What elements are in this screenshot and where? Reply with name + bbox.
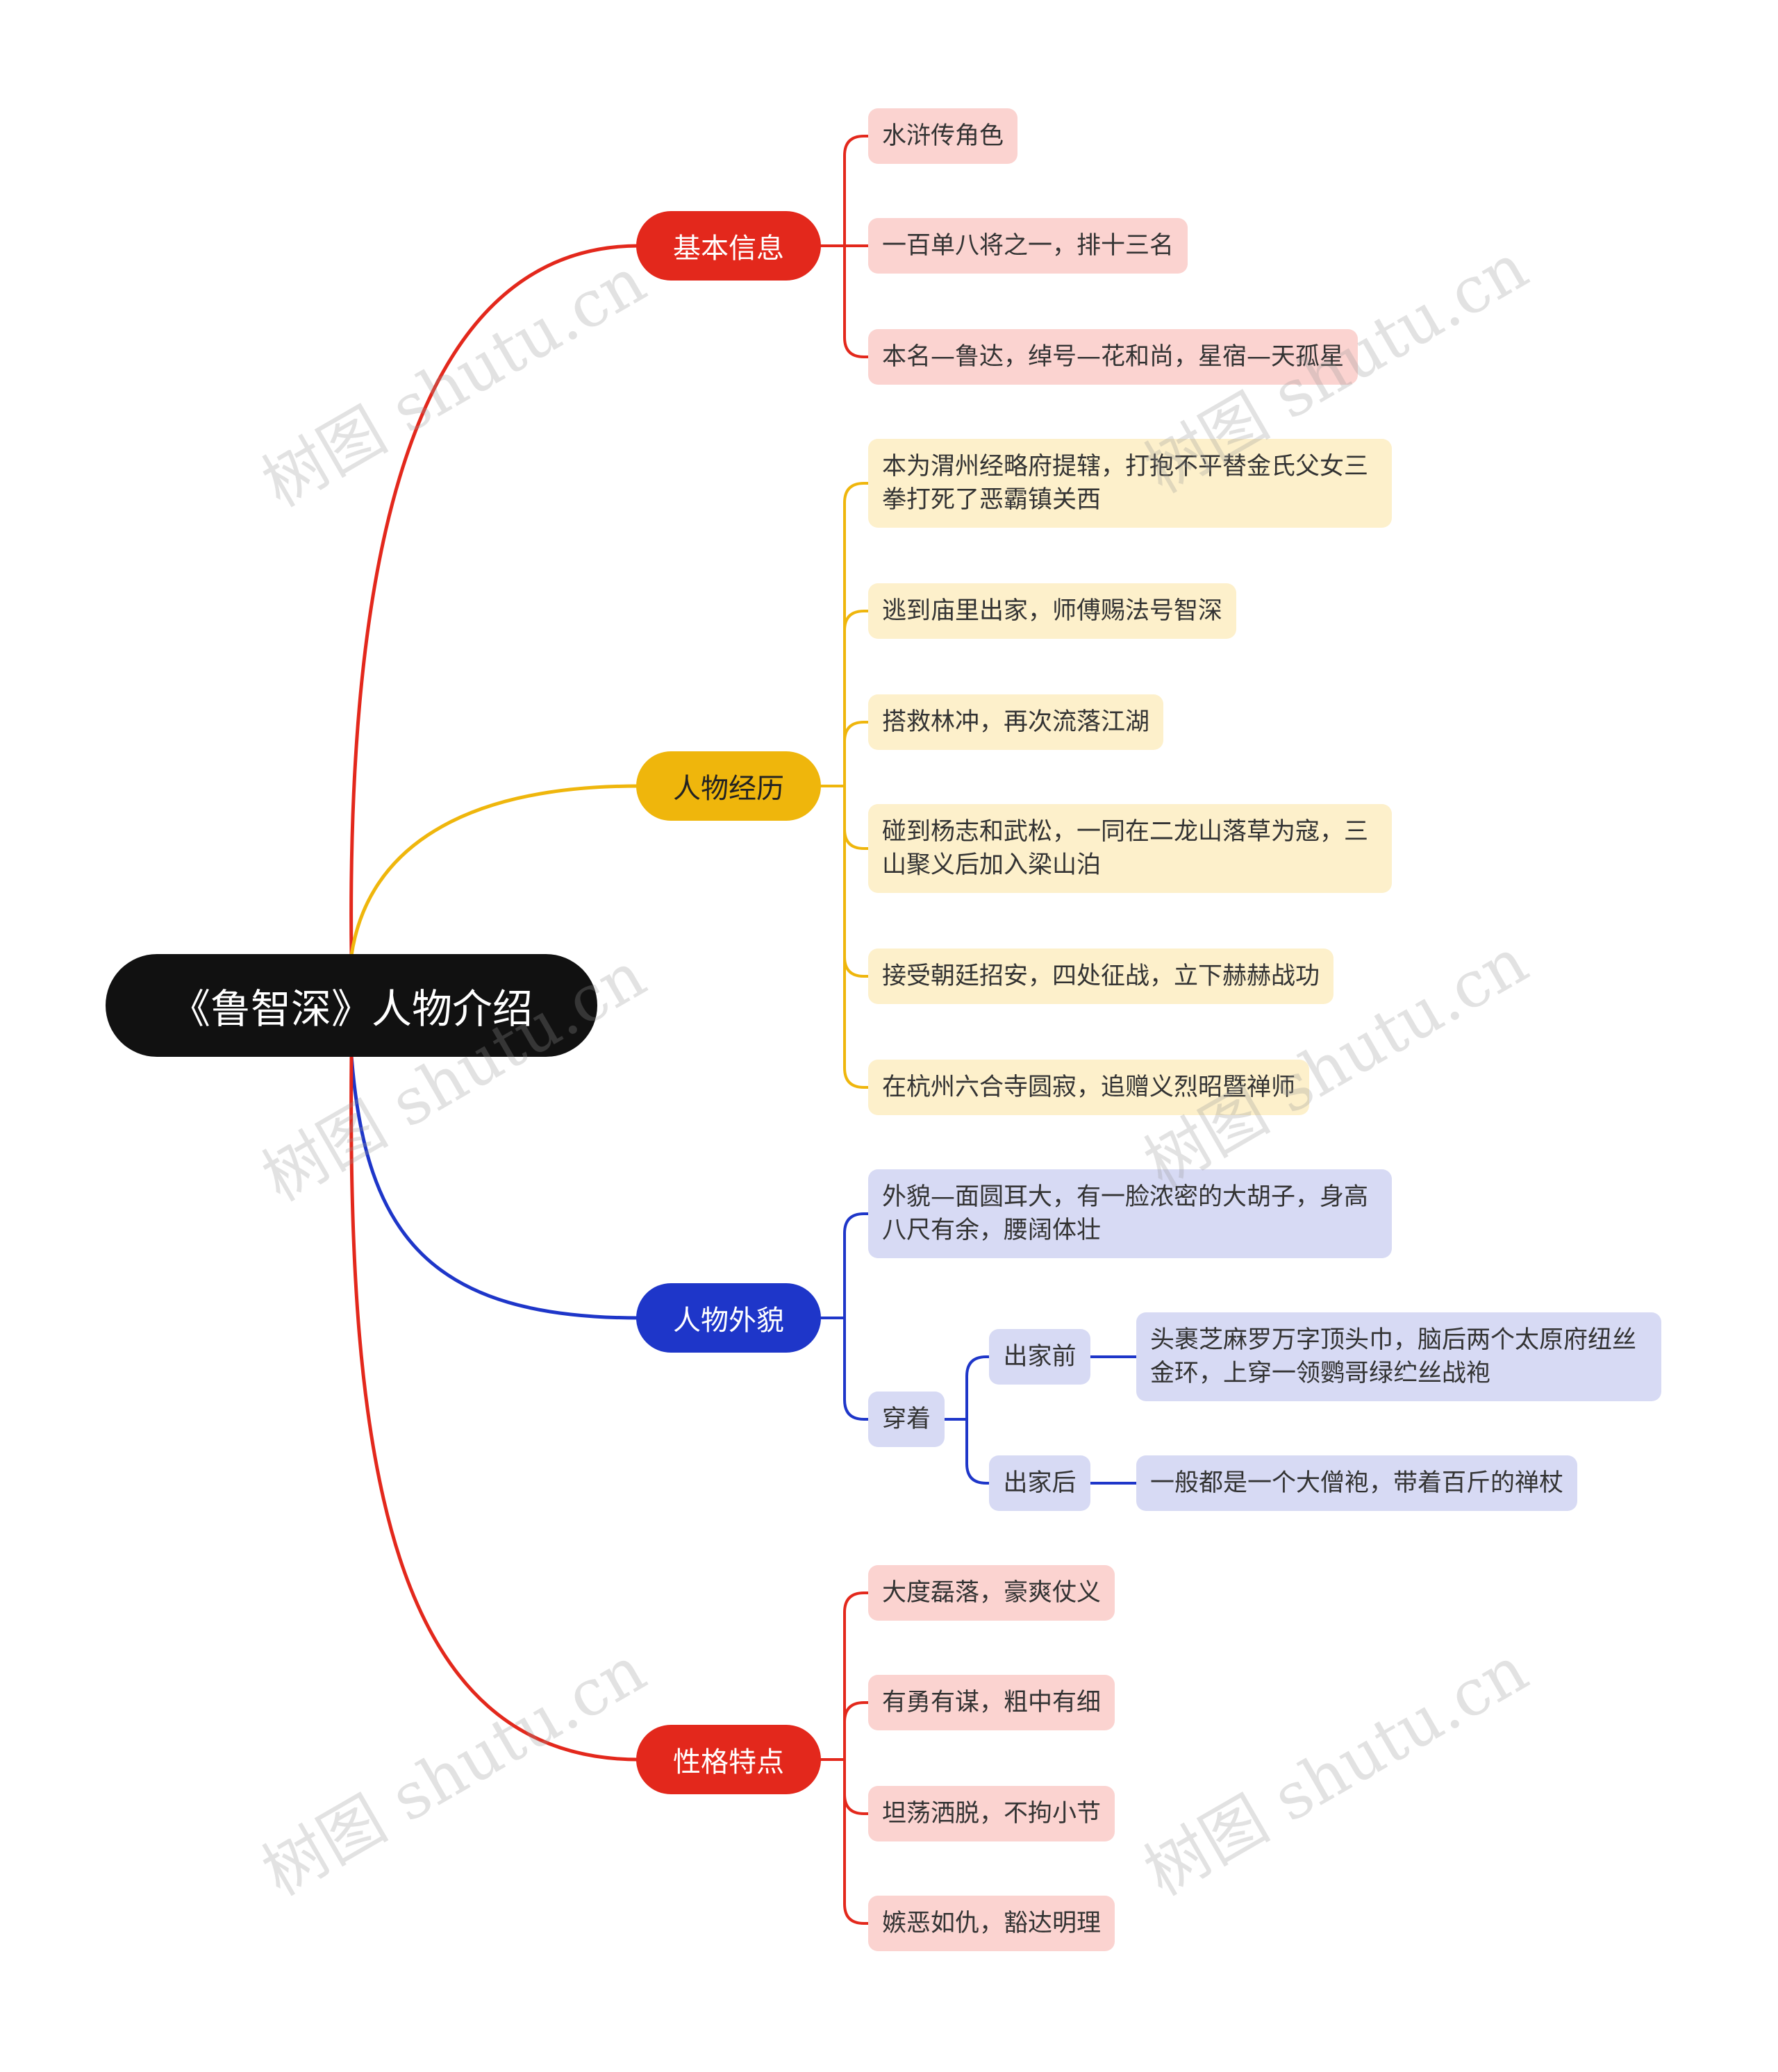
- branch-label: 性格特点: [673, 1746, 784, 1778]
- leaf-exp-1[interactable]: 本为渭州经略府提辖，打抱不平替金氏父女三 拳打死了恶霸镇关西: [868, 439, 1392, 528]
- leaf-exp-6[interactable]: 在杭州六合寺圆寂，追赠义烈昭暨禅师: [868, 1060, 1310, 1115]
- leaf-basic-2[interactable]: 一百单八将之一，排十三名: [868, 218, 1188, 274]
- connector-clothing-after: [965, 1418, 992, 1485]
- leaf-after-monk-detail[interactable]: 一般都是一个大僧袍，带着百斤的禅杖: [1136, 1455, 1578, 1511]
- leaf-before-monk-detail[interactable]: 头裹芝麻罗万字顶头巾，脑后两个太原府纽丝 金环，上穿一领鹦哥绿纻丝战袍: [1136, 1312, 1661, 1401]
- connector-root-appearance: [349, 1053, 641, 1320]
- root-topic[interactable]: 《鲁智深》人物介绍: [106, 954, 597, 1057]
- connector-root-personality: [349, 1053, 641, 1762]
- connector-personality-4: [843, 1758, 871, 1925]
- branch-personality[interactable]: 性格特点: [636, 1725, 821, 1794]
- leaf-personality-2[interactable]: 有勇有谋，粗中有细: [868, 1675, 1115, 1730]
- branch-appearance[interactable]: 人物外貌: [636, 1283, 821, 1353]
- leaf-basic-1[interactable]: 水浒传角色: [868, 108, 1018, 164]
- connector-experience-1: [843, 482, 871, 787]
- node-before-monk[interactable]: 出家前: [989, 1329, 1090, 1385]
- connector-personality-1: [843, 1591, 871, 1761]
- connector-personality-3: [843, 1758, 871, 1815]
- leaf-exp-2[interactable]: 逃到庙里出家，师傅赐法号智深: [868, 583, 1237, 639]
- leaf-appearance-looks[interactable]: 外貌—面圆耳大，有一脸浓密的大胡子，身高 八尺有余，腰阔体壮: [868, 1169, 1392, 1258]
- connector-experience-4: [843, 785, 871, 850]
- leaf-exp-3[interactable]: 搭救林冲，再次流落江湖: [868, 694, 1164, 750]
- node-clothing[interactable]: 穿着: [868, 1392, 945, 1447]
- connector-experience-2: [843, 610, 871, 787]
- connector-root-basic-info: [349, 244, 641, 958]
- leaf-exp-4[interactable]: 碰到杨志和武松，一同在二龙山落草为寇，三 山聚义后加入梁山泊: [868, 804, 1392, 893]
- node-after-monk[interactable]: 出家后: [989, 1455, 1090, 1511]
- branch-label: 人物经历: [673, 773, 784, 805]
- branch-experience[interactable]: 人物经历: [636, 751, 821, 821]
- leaf-exp-5[interactable]: 接受朝廷招安，四处征战，立下赫赫战功: [868, 949, 1334, 1004]
- connector-experience-6: [843, 785, 871, 1089]
- leaf-personality-3[interactable]: 坦荡洒脱，不拘小节: [868, 1786, 1115, 1841]
- branch-label: 人物外貌: [673, 1305, 784, 1337]
- connector-clothing-before: [965, 1355, 992, 1421]
- connector-basic-info-1: [843, 135, 871, 247]
- root-label: 《鲁智深》人物介绍: [169, 985, 533, 1033]
- connector-experience-5: [843, 785, 871, 978]
- connector-basic-info-3: [843, 244, 871, 358]
- leaf-personality-1[interactable]: 大度磊落，豪爽仗义: [868, 1565, 1115, 1621]
- connector-root-experience: [349, 784, 641, 958]
- connector-appearance-1: [843, 1212, 871, 1319]
- leaf-basic-3[interactable]: 本名—鲁达，绰号—花和尚，星宿—天孤星: [868, 329, 1359, 385]
- connector-experience-3: [843, 721, 871, 787]
- branch-basic-info[interactable]: 基本信息: [636, 211, 821, 281]
- connector-personality-2: [843, 1701, 871, 1761]
- leaf-personality-4[interactable]: 嫉恶如仇，豁达明理: [868, 1896, 1115, 1951]
- connector-appearance-2: [843, 1317, 871, 1421]
- branch-label: 基本信息: [673, 233, 784, 265]
